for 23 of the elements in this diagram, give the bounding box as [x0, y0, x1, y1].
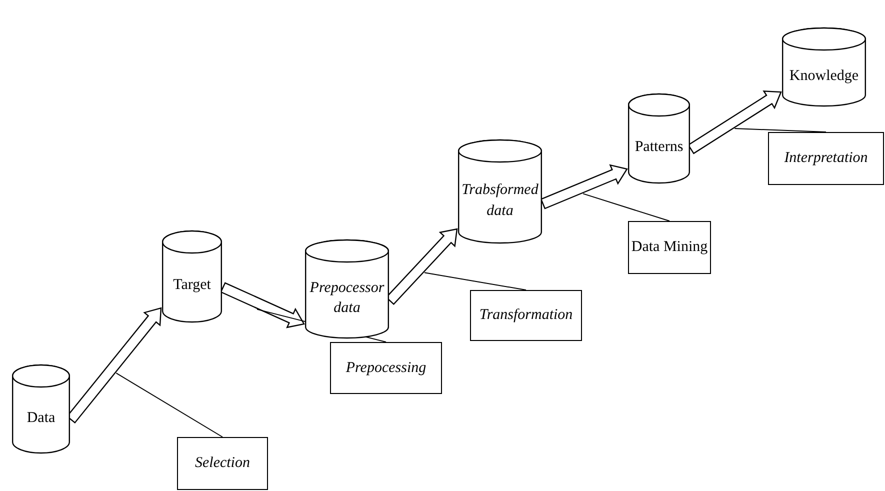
block-arrow	[687, 90, 782, 154]
leader-line	[424, 272, 526, 290]
leader-line	[734, 128, 826, 132]
box-label: Transformation	[479, 307, 573, 324]
block-arrow	[540, 164, 628, 210]
leader-line	[116, 372, 223, 438]
cylinder-label: Patterns	[634, 138, 684, 158]
box-label: Prepocessing	[346, 360, 426, 376]
leader-line	[582, 193, 670, 222]
box-label: Selection	[195, 455, 250, 472]
cylinder-label: Target	[173, 276, 211, 296]
box-label: Interpretation	[784, 150, 868, 167]
cylinder-label: Trabsformed data	[460, 181, 540, 220]
block-arrow	[220, 282, 305, 328]
process-box	[330, 342, 442, 394]
process-box	[628, 221, 711, 274]
process-box	[470, 290, 582, 341]
cylinder-label: Data	[26, 408, 56, 428]
cylinder-label: Prepocessor data	[308, 278, 386, 318]
process-box	[177, 437, 268, 490]
box-label: Data Mining	[631, 239, 708, 256]
process-box	[768, 132, 884, 185]
cylinder-label: Knowledge	[789, 66, 859, 86]
